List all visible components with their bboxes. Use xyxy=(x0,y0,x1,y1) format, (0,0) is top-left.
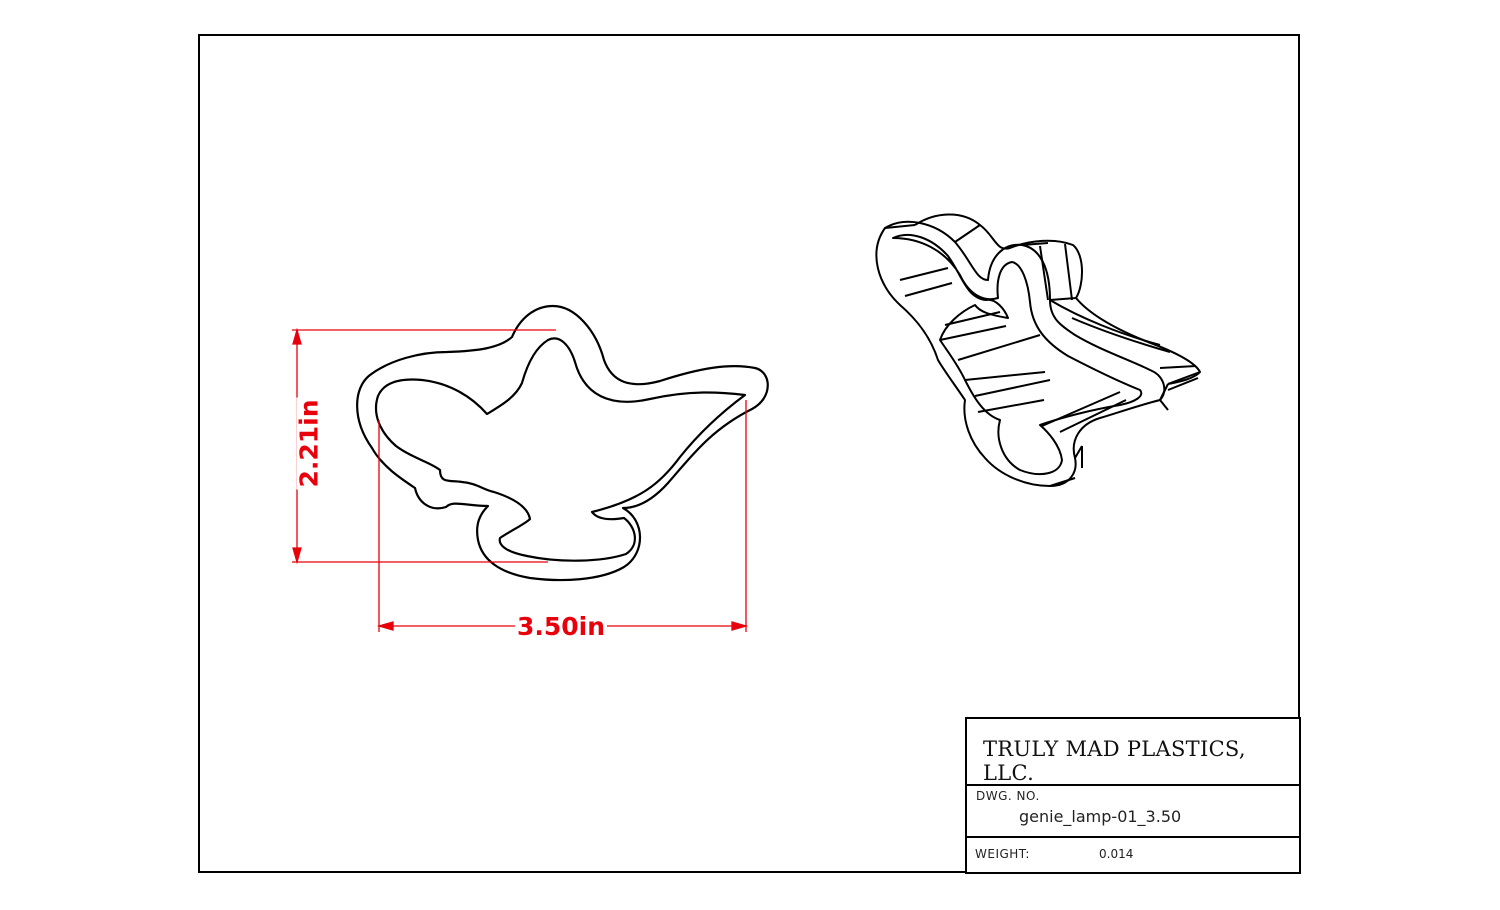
title-block-weight-row: WEIGHT: 0.014 xyxy=(967,838,1299,872)
arrow-right xyxy=(731,621,749,631)
arrow-top xyxy=(292,327,302,345)
dimension-height-label: 2.21in xyxy=(294,397,324,490)
dwg-no-label: DWG. NO. xyxy=(976,789,1040,803)
weight-value: 0.014 xyxy=(1099,847,1134,861)
drawing-sheet-border xyxy=(198,34,1300,873)
dwg-no-value: genie_lamp-01_3.50 xyxy=(1019,807,1182,826)
title-block-company-row: TRULY MAD PLASTICS, LLC. xyxy=(967,719,1299,786)
title-block-dwg-row: DWG. NO. genie_lamp-01_3.50 xyxy=(967,786,1299,838)
isometric-view xyxy=(875,213,1201,487)
inner-contour xyxy=(374,337,747,562)
iso-front-inner xyxy=(892,233,1143,476)
iso-back-outer xyxy=(914,213,1201,385)
weight-label: WEIGHT: xyxy=(975,847,1030,861)
company-name: TRULY MAD PLASTICS, LLC. xyxy=(983,737,1246,785)
arrow-left xyxy=(376,621,394,631)
iso-front-outer xyxy=(875,220,1166,487)
outer-contour xyxy=(356,304,769,582)
dimension-width-label: 3.50in xyxy=(515,612,608,641)
title-block: TRULY MAD PLASTICS, LLC. DWG. NO. genie_… xyxy=(965,717,1301,874)
arrow-bottom xyxy=(292,547,302,565)
front-view-outline xyxy=(356,304,769,582)
